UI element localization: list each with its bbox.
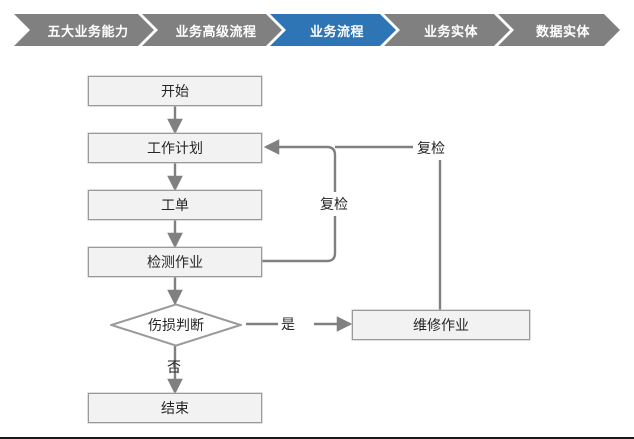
breadcrumb-item-high-level-process[interactable]: 业务高级流程 [142,14,282,46]
breadcrumb: 五大业务能力 业务高级流程 业务流程 业务实体 数据实体 [14,14,620,46]
edge-label-recheck-inspection: 复检 [316,192,352,216]
node-start[interactable]: 开始 [88,76,262,106]
breadcrumb-item-business-entity[interactable]: 业务实体 [384,14,510,46]
breadcrumb-item-label: 业务实体 [423,24,478,40]
edge-label-yes: 是 [281,317,295,333]
breadcrumb-item-business-process[interactable]: 业务流程 [270,14,396,46]
node-label: 伤损判断 [148,318,204,334]
node-end[interactable]: 结束 [88,393,262,423]
node-label: 工单 [161,198,189,214]
flowchart-connectors [167,105,442,395]
node-label: 检测作业 [147,255,203,271]
breadcrumb-item-data-entity[interactable]: 数据实体 [498,14,620,46]
breadcrumb-item-label: 数据实体 [535,24,590,40]
node-work-plan[interactable]: 工作计划 [88,133,262,163]
edge-label-recheck-repair: 复检 [413,136,449,160]
node-label: 结束 [161,401,189,417]
node-inspection-task[interactable]: 检测作业 [88,247,262,277]
breadcrumb-item-label: 五大业务能力 [47,24,129,40]
breadcrumb-item-capabilities[interactable]: 五大业务能力 [14,14,154,46]
breadcrumb-item-label: 业务高级流程 [175,24,257,40]
diamond-shape-icon [110,303,242,347]
edge-label-no: 否 [167,360,181,376]
node-label: 工作计划 [147,141,203,157]
node-damage-decision[interactable]: 伤损判断 [110,303,242,347]
node-work-order[interactable]: 工单 [88,190,262,220]
node-label: 维修作业 [413,318,469,334]
breadcrumb-item-label: 业务流程 [309,24,364,40]
node-label: 开始 [161,84,189,100]
flowchart: 开始 工作计划 工单 检测作业 伤损判断 维修作业 结束 是 否 复检 复检 [0,52,634,437]
node-repair-task[interactable]: 维修作业 [352,310,530,340]
